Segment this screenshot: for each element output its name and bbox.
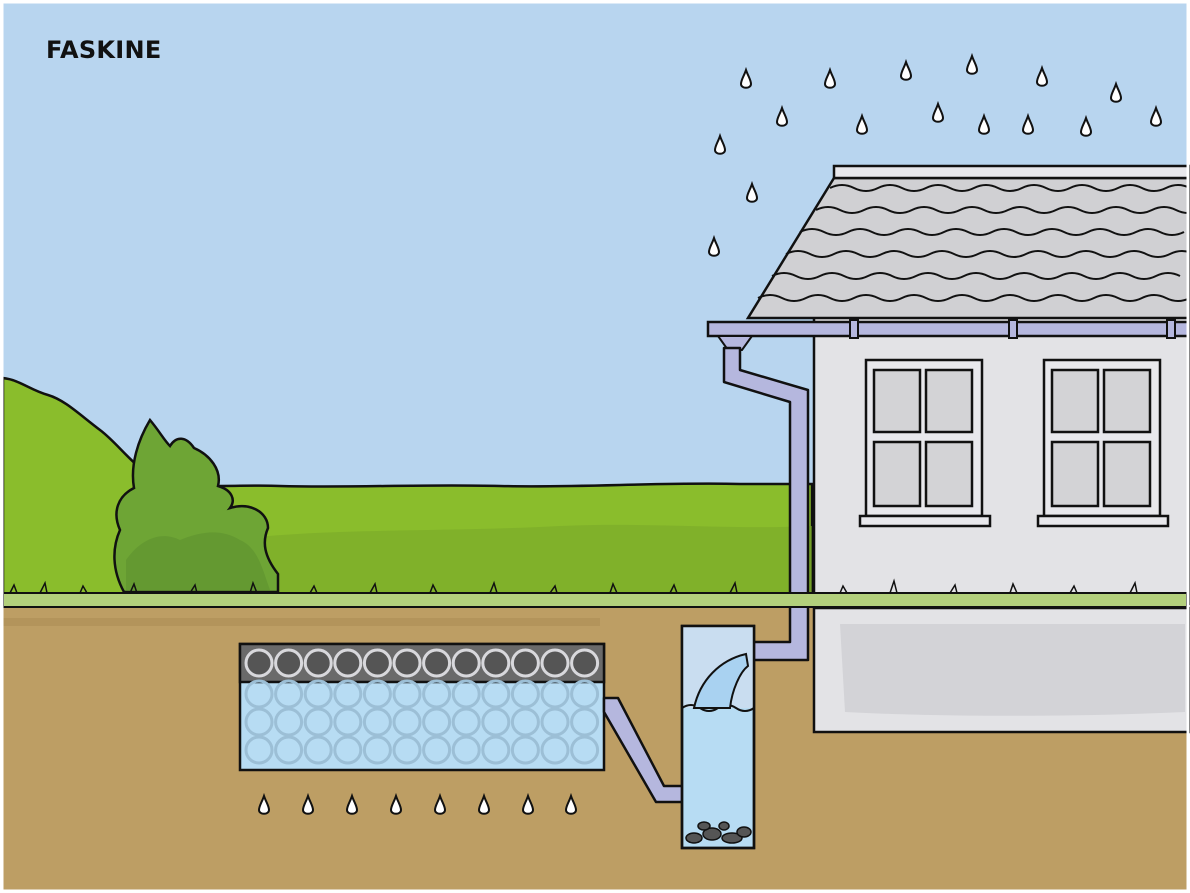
- filter-tube: [451, 707, 481, 737]
- pipe-tube-icon: [244, 648, 274, 678]
- filter-tube: [333, 679, 363, 709]
- filter-tube: [570, 679, 600, 709]
- filter-tube: [333, 735, 363, 765]
- rain-drop-icon: [1035, 64, 1049, 87]
- filter-tube: [244, 735, 274, 765]
- rain-drop-icon: [477, 792, 491, 815]
- gutter-icon: [706, 319, 1190, 351]
- rain-drop-icon: [855, 112, 869, 135]
- rain-drop-icon: [931, 100, 945, 123]
- filter-tube: [422, 735, 452, 765]
- rain-drop-icon: [1109, 80, 1123, 103]
- rain-drop-icon: [389, 792, 403, 815]
- filter-tube: [392, 679, 422, 709]
- pipe-tube-icon: [244, 648, 600, 678]
- rain-drop-icon: [739, 66, 753, 89]
- rain-drop-icon: [977, 112, 991, 135]
- filter-tube: [540, 707, 570, 737]
- filter-tube: [481, 735, 511, 765]
- pipe-tube-icon: [451, 648, 481, 678]
- rain-drop-icon: [521, 792, 535, 815]
- filter-tube: [274, 735, 304, 765]
- soil-shade: [3, 618, 600, 626]
- rain-drop-icon: [775, 104, 789, 127]
- roof-ridge: [832, 164, 1190, 180]
- filter-tube: [303, 679, 333, 709]
- pipe-tube-icon: [510, 648, 540, 678]
- rain-drop-icon: [899, 58, 913, 81]
- diagram-title: FASKINE: [46, 36, 162, 64]
- rain-drop-icon: [1021, 112, 1035, 135]
- filter-tube: [274, 679, 304, 709]
- pipe-tube-icon: [362, 648, 392, 678]
- rain: [707, 52, 1163, 257]
- foundation-shade: [840, 624, 1185, 716]
- window-icon: [858, 358, 992, 528]
- rain-drop-icon: [301, 792, 315, 815]
- filter-tube: [422, 679, 452, 709]
- water-inflow: [692, 652, 750, 709]
- filter-tube: [510, 707, 540, 737]
- pipe-tube-icon: [570, 648, 600, 678]
- gravel-icon: [685, 821, 752, 844]
- filter-tube: [570, 735, 600, 765]
- filter-tube: [362, 679, 392, 709]
- filter-tube: [392, 707, 422, 737]
- roof-tiles: [757, 184, 1190, 302]
- rain-drop-icon: [1079, 114, 1093, 137]
- filter-tube: [481, 707, 511, 737]
- filter-tube: [540, 679, 570, 709]
- pipe-tube-icon: [333, 648, 363, 678]
- filter-tube: [244, 707, 274, 737]
- rain-drop-icon: [345, 792, 359, 815]
- pipe-tube-icon: [303, 648, 333, 678]
- seepage-drops: [257, 792, 578, 815]
- filter-tube: [451, 679, 481, 709]
- filter-tube: [274, 707, 304, 737]
- rain-drop-icon: [713, 132, 727, 155]
- faskine-crate: [238, 642, 606, 772]
- grass-blades: [9, 578, 1138, 594]
- rain-drop-icon: [433, 792, 447, 815]
- filter-tube: [362, 735, 392, 765]
- filter-tube: [510, 679, 540, 709]
- hedge-shade: [230, 524, 812, 592]
- pipe-tube-icon: [540, 648, 570, 678]
- inspection-well: [680, 624, 756, 850]
- rain-drop-icon: [823, 66, 837, 89]
- rain-drop-icon: [1149, 104, 1163, 127]
- filter-tube: [451, 735, 481, 765]
- filter-tube: [540, 735, 570, 765]
- filter-tube: [244, 679, 274, 709]
- filter-tube: [422, 707, 452, 737]
- filter-tube: [362, 707, 392, 737]
- rain-drop-icon: [707, 234, 721, 257]
- rain-drop-icon: [564, 792, 578, 815]
- pipe-tube-icon: [422, 648, 452, 678]
- grass-strip: [2, 592, 1188, 608]
- pipe-tube-icon: [481, 648, 511, 678]
- filter-tube: [510, 735, 540, 765]
- pipe-tube-icon: [392, 648, 422, 678]
- rain-drop-icon: [745, 180, 759, 203]
- filter-tube: [570, 707, 600, 737]
- rain-drop-icon: [965, 52, 979, 75]
- filter-tube: [303, 707, 333, 737]
- rain-drop-icon: [257, 792, 271, 815]
- pipe-tube-icon: [274, 648, 304, 678]
- window-icon: [1036, 358, 1170, 528]
- filter-tube: [333, 707, 363, 737]
- bush-shade: [126, 532, 270, 590]
- filter-tube: [303, 735, 333, 765]
- filter-tube: [481, 679, 511, 709]
- filter-tubes: [244, 679, 600, 765]
- filter-tube: [392, 735, 422, 765]
